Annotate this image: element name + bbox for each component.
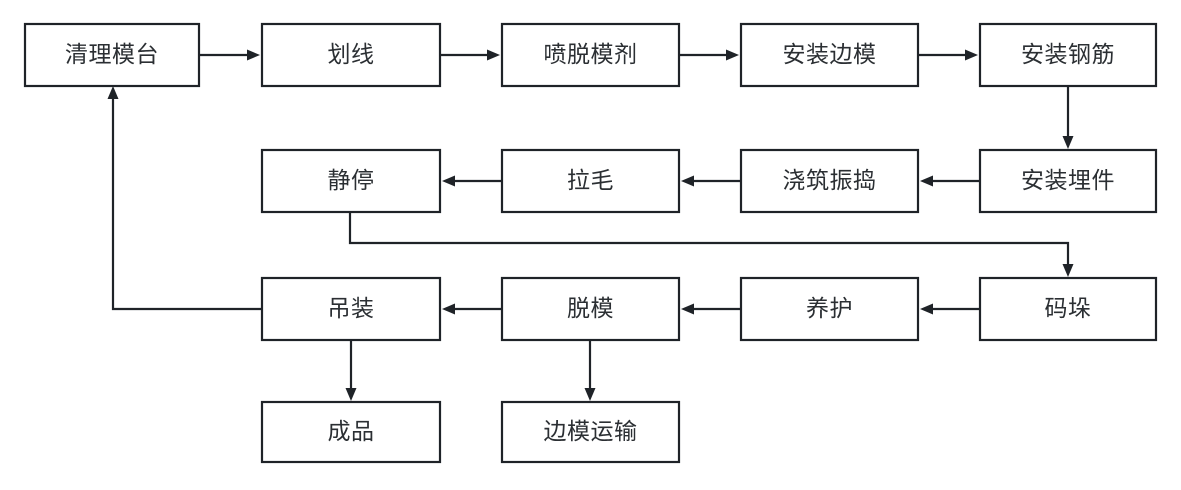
process-node-n3[interactable]: 喷脱模剂 xyxy=(500,22,681,88)
flow-connector xyxy=(679,49,739,61)
arrow-head-icon xyxy=(442,303,455,315)
process-node-n10[interactable]: 码垛 xyxy=(978,276,1158,342)
node-label: 边模运输 xyxy=(544,418,638,444)
node-label: 划线 xyxy=(328,41,375,67)
process-node-n13[interactable]: 吊装 xyxy=(260,276,442,342)
arrow-head-icon xyxy=(107,86,119,99)
flow-connector xyxy=(440,49,500,61)
arrow-head-icon xyxy=(681,303,694,315)
arrow-head-icon xyxy=(584,388,596,401)
arrow-head-icon xyxy=(920,303,933,315)
flow-connector xyxy=(920,175,980,187)
flow-connector xyxy=(348,212,1074,277)
arrow-head-icon xyxy=(345,388,357,401)
flow-connector xyxy=(584,340,596,401)
process-node-n8[interactable]: 拉毛 xyxy=(500,148,681,214)
node-label: 成品 xyxy=(328,418,375,444)
node-box[interactable] xyxy=(500,400,681,464)
flow-connector xyxy=(442,303,502,315)
node-label: 喷脱模剂 xyxy=(544,41,638,67)
arrow-head-icon xyxy=(681,175,694,187)
node-box[interactable] xyxy=(978,148,1158,214)
process-node-n9[interactable]: 静停 xyxy=(260,148,442,214)
node-label: 脱模 xyxy=(567,295,614,321)
edge-layer xyxy=(107,49,1074,401)
process-node-n7[interactable]: 浇筑振捣 xyxy=(739,148,920,214)
node-label: 浇筑振捣 xyxy=(783,167,877,193)
node-box[interactable] xyxy=(739,276,920,342)
process-node-n14[interactable]: 成品 xyxy=(260,400,442,464)
arrow-head-icon xyxy=(726,49,739,61)
node-box[interactable] xyxy=(500,148,681,214)
process-node-n11[interactable]: 养护 xyxy=(739,276,920,342)
flow-connector xyxy=(918,49,978,61)
node-box[interactable] xyxy=(739,148,920,214)
arrow-head-icon xyxy=(442,175,455,187)
flow-connector xyxy=(345,340,357,401)
node-label: 静停 xyxy=(328,167,375,193)
flow-connector xyxy=(442,175,502,187)
node-box[interactable] xyxy=(260,22,442,88)
node-label: 养护 xyxy=(806,295,853,321)
flow-connector xyxy=(681,175,741,187)
node-box[interactable] xyxy=(739,22,920,88)
node-label: 安装边模 xyxy=(783,41,877,67)
flow-connector xyxy=(920,303,980,315)
flow-connector xyxy=(681,303,741,315)
process-node-n1[interactable]: 清理模台 xyxy=(23,22,201,88)
flow-connector xyxy=(107,86,262,311)
node-label: 安装埋件 xyxy=(1021,167,1115,193)
node-label: 拉毛 xyxy=(567,167,614,193)
arrow-head-icon xyxy=(1062,264,1074,277)
node-box[interactable] xyxy=(23,22,201,88)
arrow-head-icon xyxy=(247,49,260,61)
arrow-head-icon xyxy=(965,49,978,61)
node-box[interactable] xyxy=(260,400,442,464)
node-box[interactable] xyxy=(978,22,1158,88)
node-box[interactable] xyxy=(260,148,442,214)
node-box[interactable] xyxy=(978,276,1158,342)
node-label: 吊装 xyxy=(328,295,375,321)
arrow-head-icon xyxy=(1062,136,1074,149)
node-box[interactable] xyxy=(260,276,442,342)
node-label: 清理模台 xyxy=(65,41,159,67)
node-label: 码垛 xyxy=(1045,295,1092,321)
process-node-n12[interactable]: 脱模 xyxy=(500,276,681,342)
connector-line xyxy=(111,97,262,311)
flow-connector xyxy=(199,49,260,61)
process-node-n6[interactable]: 安装埋件 xyxy=(978,148,1158,214)
node-box[interactable] xyxy=(500,276,681,342)
process-node-n15[interactable]: 边模运输 xyxy=(500,400,681,464)
process-node-n2[interactable]: 划线 xyxy=(260,22,442,88)
process-node-n5[interactable]: 安装钢筋 xyxy=(978,22,1158,88)
flow-connector xyxy=(1062,86,1074,149)
process-node-n4[interactable]: 安装边模 xyxy=(739,22,920,88)
connector-line xyxy=(348,212,1070,266)
arrow-head-icon xyxy=(487,49,500,61)
arrow-head-icon xyxy=(920,175,933,187)
node-label: 安装钢筋 xyxy=(1021,41,1115,67)
node-box[interactable] xyxy=(500,22,681,88)
